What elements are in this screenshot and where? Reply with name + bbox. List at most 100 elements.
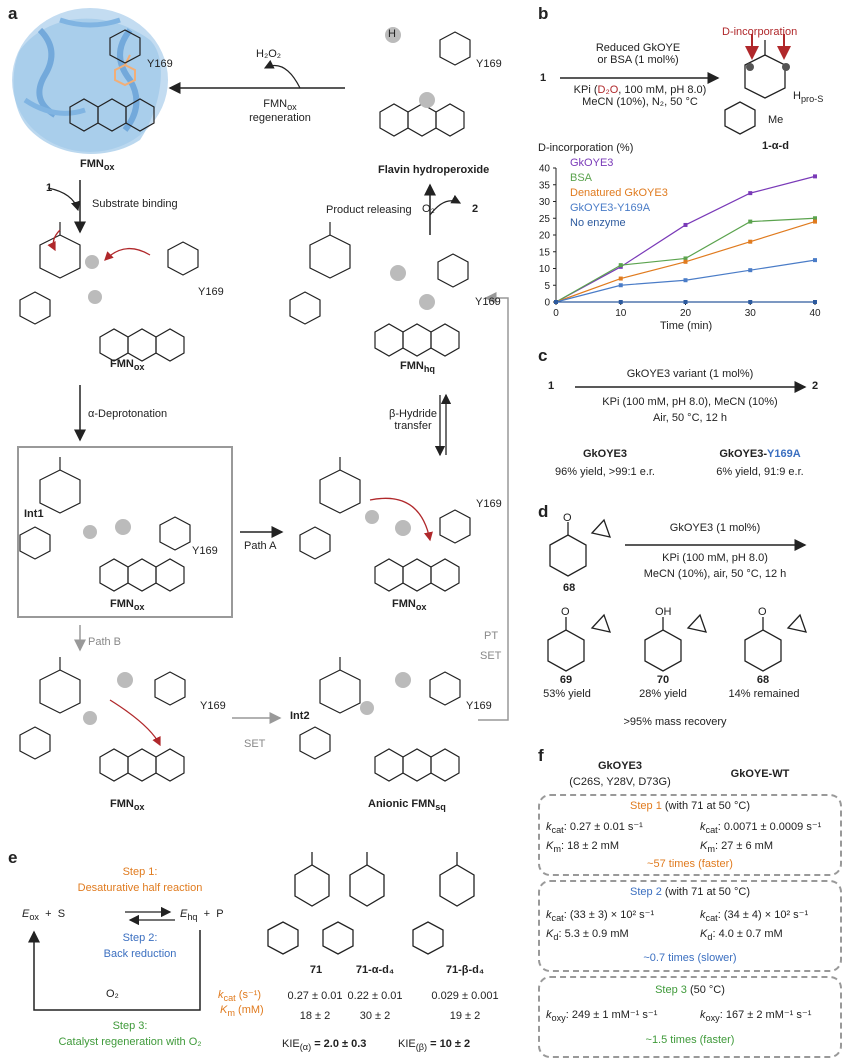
d-substrate-68: 68 — [563, 582, 576, 594]
f-step1-cond: (with 71 at 50 °C) — [661, 800, 750, 812]
alpha-deprotonation-label: α-Deprotonation — [88, 408, 168, 420]
f-s1-m2: K — [700, 840, 708, 852]
f-s2-kcat-2: kcat: (34 ± 4) × 10² s⁻¹ — [700, 909, 809, 924]
chart-data-point — [618, 276, 623, 281]
anionic-fmnsq-label: Anionic FMNsq — [368, 798, 446, 812]
d-p69-o: O — [561, 606, 570, 618]
d-p69-yield: 53% yield — [543, 688, 591, 700]
y169-label-sub: Y169 — [198, 286, 224, 298]
d-substrate-o: O — [563, 512, 572, 524]
y169-label-prod: Y169 — [475, 296, 501, 308]
f-s1-k1sub: cat — [551, 825, 564, 836]
e-kcat-sub: cat — [223, 993, 236, 1004]
b-hpros-h: H — [793, 90, 801, 102]
f-s2-kd2-val: 4.0 ± 0.7 mM — [718, 928, 783, 940]
set-label-bottom: SET — [244, 738, 266, 750]
e-kie-a-val: = 2.0 ± 0.3 — [311, 1038, 367, 1050]
f-s1-kcat-2: kcat: 0.0071 ± 0.0009 s⁻¹ — [700, 821, 822, 836]
f-s3-k2: k — [700, 1009, 706, 1021]
c-substrate-1: 1 — [548, 380, 555, 392]
chart-data-point — [683, 259, 688, 264]
e-c71a-label: 71-α-d₄ — [355, 964, 395, 976]
f-s2-d1: K — [546, 928, 554, 940]
f-s2-k2sub: cat — [705, 913, 718, 924]
set-label-right: SET — [480, 650, 502, 662]
f-s1-kcat1-val: 0.27 ± 0.01 s⁻¹ — [569, 821, 643, 833]
c-cond1: GkOYE3 variant (1 mol%) — [626, 368, 754, 380]
fmnhq-sub: hq — [423, 364, 436, 375]
f-s2-kd-1: Kd: 5.3 ± 0.9 mM — [546, 928, 629, 943]
f-s2-d2: K — [700, 928, 708, 940]
e-kie-alpha: KIE(α) = 2.0 ± 0.3 — [282, 1038, 366, 1052]
b-conditions-bottom: KPi (D₂O, 100 mM, pH 8.0)MeCN (10%), N₂,… — [560, 84, 720, 108]
e-eox-sub: ox — [29, 912, 40, 923]
e-kcat-k: k — [218, 989, 224, 1001]
e-step1-desc: Desaturative half reaction — [77, 882, 203, 894]
fmnox-sub-4: ox — [415, 602, 427, 613]
f-s3-k2sub: oxy — [705, 1013, 720, 1024]
fmnox-sub-5: ox — [133, 802, 145, 813]
d-p69-label: 69 — [559, 674, 573, 686]
chart-x-tick-label: 10 — [615, 308, 627, 319]
e-kcat-unit: (s⁻¹) — [235, 989, 262, 1001]
panel-label-b: b — [538, 4, 549, 23]
e-step1: Step 1: — [122, 866, 158, 878]
chart-data-point — [813, 174, 817, 179]
f-step3-heading: Step 3 (50 °C) — [540, 984, 840, 996]
c-col2-title-b: Y169A — [767, 448, 801, 460]
e-km-k: K — [220, 1004, 228, 1016]
f-s1-km-2: Km: 27 ± 6 mM — [700, 840, 773, 855]
b-hpros-label: Hpro-S — [793, 90, 823, 104]
b-cond3-pre: KPi ( — [573, 84, 598, 96]
fmnox-label-patha: FMNox — [392, 598, 427, 612]
f-step2-label: Step 2 — [630, 886, 662, 898]
chart-legend-entry: BSA — [570, 172, 593, 184]
chart-legend-entry: Denatured GkOYE3 — [570, 187, 668, 199]
fmnhq-label: FMNhq — [400, 360, 435, 374]
e-step3-desc: Catalyst regeneration with O₂ — [58, 1036, 202, 1048]
chart-y-tick-label: 20 — [539, 231, 551, 242]
fmnox-text: FMN — [80, 158, 104, 170]
h2o2-label: H₂O₂ — [256, 48, 282, 60]
fmn-regen-ox: ox — [287, 102, 297, 113]
d-p70-yield: 28% yield — [639, 688, 687, 700]
e-step3: Step 3: — [112, 1020, 148, 1032]
chart-data-point — [683, 222, 688, 227]
f-s3-k1: k — [546, 1009, 552, 1021]
chart-legend-entry: GkOYE3 — [570, 157, 614, 169]
d-cond1: GkOYE3 (1 mol%) — [669, 522, 761, 534]
e-kcat-71a: 0.22 ± 0.01 — [347, 990, 403, 1002]
f-s2-summary: ~0.7 times (slower) — [643, 952, 737, 964]
f-s1-m2sub: m — [707, 844, 715, 855]
product-1-alpha-d-ring — [724, 40, 786, 135]
chart-data-point — [618, 263, 623, 268]
e-km-71b: 19 ± 2 — [449, 1010, 481, 1022]
chart-y-tick-label: 35 — [539, 180, 551, 191]
y169-label-patha: Y169 — [476, 498, 502, 510]
b-me-label: Me — [768, 114, 784, 126]
f-s2-kd-2: Kd: 4.0 ± 0.7 mM — [700, 928, 783, 943]
e-o2: O₂ — [106, 988, 119, 1000]
y169-label-int1: Y169 — [192, 545, 218, 557]
chart-data-point — [748, 219, 753, 224]
beta-hydride-1: β-Hydride — [389, 408, 437, 420]
f-step2-box — [538, 880, 842, 972]
f-step3-label: Step 3 — [655, 984, 687, 996]
c-product-2: 2 — [812, 380, 819, 392]
c-col1-title: GkOYE3 — [582, 448, 628, 460]
chart-y-tick-label: 40 — [539, 164, 551, 175]
flavin-h-label: H — [388, 28, 396, 40]
fmn-regen-fmn: FMN — [263, 98, 288, 110]
f-step2-cond: (with 71 at 50 °C) — [661, 886, 750, 898]
b-cond4: MeCN (10%), N₂, 50 °C — [582, 96, 698, 108]
chart-data-point — [813, 300, 817, 304]
d-p68-o: O — [758, 606, 767, 618]
f-s1-k2: k — [700, 821, 706, 833]
f-s3-k1sub: oxy — [551, 1013, 566, 1024]
chart-y-tick-label: 10 — [539, 264, 551, 275]
d-mass-recovery: >95% mass recovery — [623, 716, 727, 728]
